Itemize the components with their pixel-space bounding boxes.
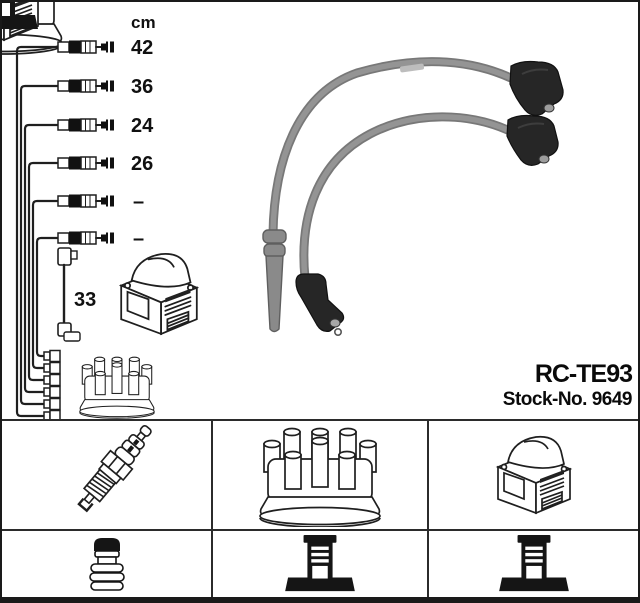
cable-row: 36 xyxy=(19,76,153,406)
legend-cell-ignition-coil xyxy=(429,421,638,531)
length-label: 42 xyxy=(131,37,153,59)
cap-terminal-stubs xyxy=(43,349,61,419)
stock-number: Stock-No. 9649 xyxy=(502,388,633,410)
diagram-canvas: cm 42 xyxy=(2,2,564,419)
coil-terminal-icon xyxy=(498,534,569,592)
terminal-tower-shape xyxy=(2,2,38,29)
length-label: 36 xyxy=(131,76,153,98)
cable-row: – xyxy=(31,191,144,370)
product-photo xyxy=(262,57,564,336)
coil-wire-length-label: 33 xyxy=(74,289,96,311)
legend-cell-distributor-terminal xyxy=(213,531,429,597)
length-label: 26 xyxy=(131,153,153,175)
length-label: 24 xyxy=(131,115,154,137)
coil-wire: 33 xyxy=(57,247,96,342)
upper-section: cm 42 xyxy=(2,2,638,419)
cable-row: – xyxy=(35,228,144,358)
legend-cell-plug-terminal xyxy=(2,531,213,597)
length-label: – xyxy=(133,191,144,213)
ignition-coil-icon xyxy=(496,435,571,514)
angled-boot xyxy=(509,60,564,116)
length-label: – xyxy=(133,228,144,250)
legend-cell-distributor-cap xyxy=(213,421,429,531)
cable-row: 42 xyxy=(15,37,153,418)
distributor-cap-icon xyxy=(259,427,381,527)
schematic-distributor-cap-icon xyxy=(79,356,155,419)
angled-boot xyxy=(506,114,559,166)
spark-plug-icon xyxy=(76,424,152,513)
unit-header: cm xyxy=(131,13,156,32)
cable-row: 24 xyxy=(23,115,154,394)
cable-length-schematic: cm 42 xyxy=(15,13,198,419)
distributor-terminal-icon xyxy=(285,534,355,592)
legend-cell-spark-plug xyxy=(2,421,213,531)
cable-print-label xyxy=(399,63,425,73)
elbow-boot xyxy=(295,273,345,336)
straight-boot xyxy=(262,229,287,333)
part-number-block: RC-TE93 Stock-No. 9649 xyxy=(332,360,633,412)
part-model: RC-TE93 xyxy=(534,360,633,388)
cable-row: 26 xyxy=(27,153,153,382)
schematic-ignition-coil-icon xyxy=(120,252,198,335)
plug-terminal-connector-icon xyxy=(88,538,125,591)
legend-grid xyxy=(2,419,638,597)
legend-cell-coil-terminal xyxy=(429,531,638,597)
